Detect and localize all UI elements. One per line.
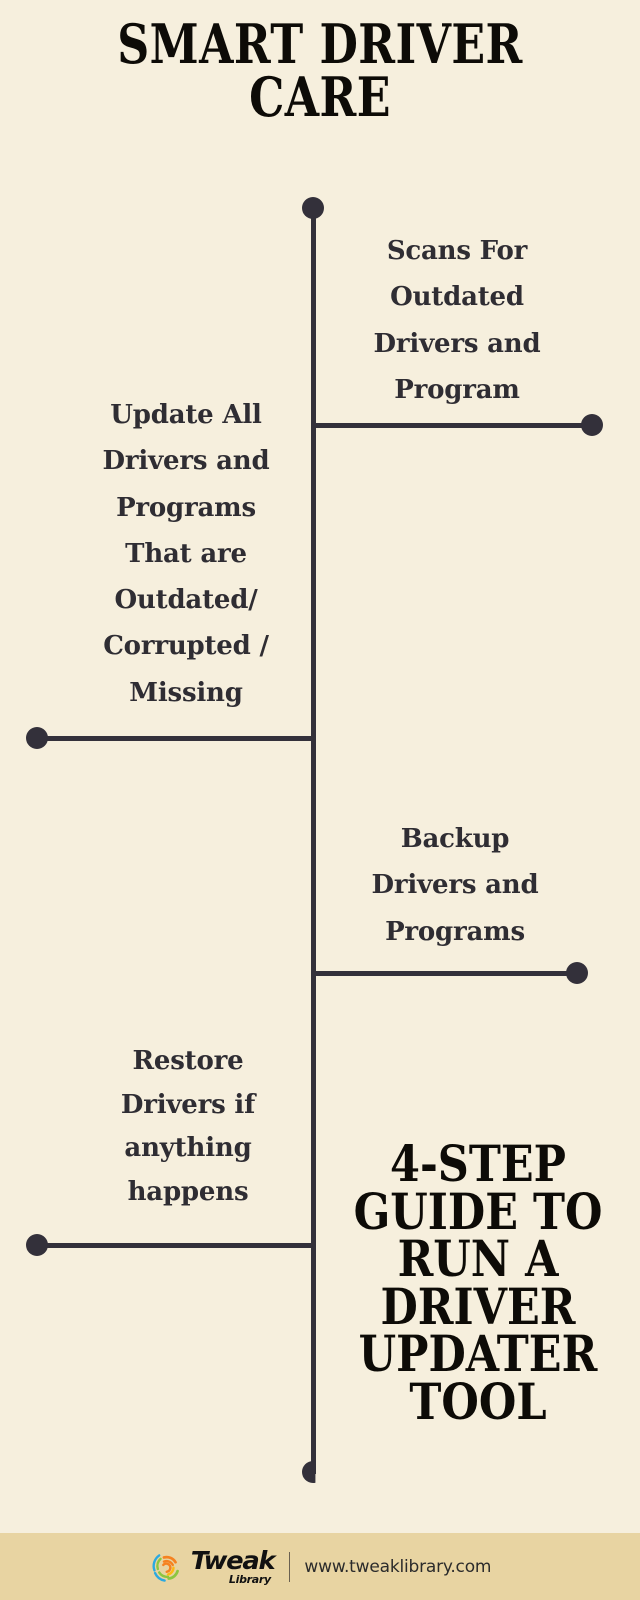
- connector-rail-step-4: [37, 1243, 316, 1248]
- step-label-restore: Restore Drivers if anything happens: [120, 1046, 256, 1208]
- connector-rail-step-3: [311, 971, 577, 976]
- brand-lockup: Tweak Library: [149, 1546, 276, 1586]
- page-title: SMART DRIVER CARE: [117, 12, 523, 129]
- connector-rail-step-2: [37, 736, 316, 741]
- footer-divider: [288, 1551, 291, 1582]
- connector-dot-step-4: [26, 1234, 48, 1256]
- connector-dot-step-1: [581, 414, 603, 436]
- website-url[interactable]: www.tweaklibrary.com: [304, 1556, 492, 1577]
- brand-wordmark: Tweak Library: [190, 1546, 276, 1586]
- guide-headline: 4-STEP GUIDE TO RUN A DRIVER UPDATER TOO…: [353, 1134, 603, 1431]
- step-label-scan: Scans For Outdated Drivers and Program: [373, 236, 541, 405]
- connector-dot-step-3: [566, 962, 588, 984]
- brand-name-secondary: Library: [228, 1573, 271, 1586]
- connector-dot-step-2: [26, 727, 48, 749]
- footer-bar: Tweak Library www.tweaklibrary.com: [0, 1533, 640, 1600]
- connector-rail-step-1: [311, 423, 592, 428]
- timeline-spine: [311, 208, 316, 1474]
- brand-name-primary: Tweak: [190, 1546, 276, 1575]
- timeline-start-dot: [302, 197, 324, 219]
- timeline-end-dot: [302, 1461, 316, 1483]
- step-label-backup: Backup Drivers and Programs: [371, 824, 539, 947]
- step-label-update: Update All Drivers and Programs That are…: [102, 400, 270, 708]
- tweak-swirl-logo-icon: [152, 1553, 179, 1582]
